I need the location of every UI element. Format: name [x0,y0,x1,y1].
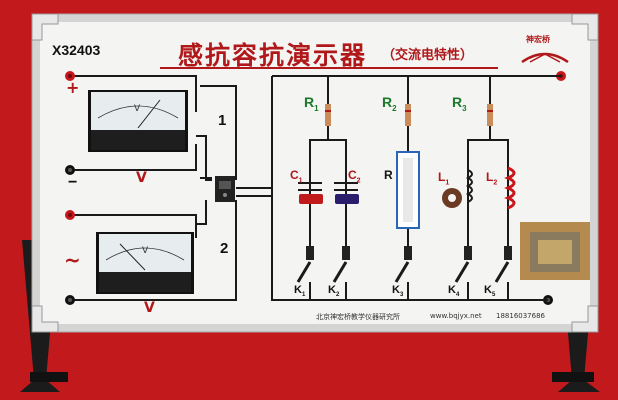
rheostat-r [396,151,420,229]
bottom-voltmeter [96,232,194,294]
footer-web: www.bqjyx.net [430,312,482,320]
logo-text: 神宏桥 [526,35,550,44]
knife-switch-k1[interactable] [296,246,314,283]
label-l2: L2 [486,170,498,187]
label-ac: ~ [64,248,81,272]
transformer [520,222,590,280]
knife-switch-k3[interactable] [394,246,412,283]
label-switch-2: 2 [220,240,229,257]
label-c2: C2 [348,168,361,185]
label-r3: R3 [452,94,467,113]
terminal-ac-red[interactable] [65,210,75,220]
label-v-bottom: V [144,300,155,316]
terminal-negative-black[interactable] [65,165,75,175]
label-k3: K3 [392,284,404,299]
inductor-l1 [442,169,473,208]
label-plus: + [66,78,80,97]
footer-org: 北京神宏桥教学仪器研究所 [316,313,400,321]
logo [521,52,569,64]
label-switch-1: 1 [218,112,227,129]
resistor-r2 [405,104,411,126]
label-k5: K5 [484,284,496,299]
label-r1: R1 [304,94,319,113]
resistor-r3 [487,104,493,126]
left-circuit [70,75,272,301]
label-r2: R2 [382,94,397,113]
capacitor-c2 [334,182,359,204]
top-voltmeter [88,90,188,152]
footer-phone: 18816037686 [496,312,545,320]
selector-switch[interactable] [215,176,235,202]
knife-switch-k5[interactable] [494,246,512,283]
meter-face-unit-top: V [134,104,141,114]
knife-switch-k4[interactable] [454,246,472,283]
model-number: X32403 [52,42,101,58]
label-r: R [384,168,393,182]
label-k1: K1 [294,284,306,299]
inductor-l2 [504,166,516,210]
label-k2: K2 [328,284,340,299]
label-k4: K4 [448,284,460,299]
label-minus: − [68,174,78,191]
resistor-r1 [325,104,331,126]
panel-subtitle: （交流电特性） [382,48,474,63]
capacitor-c1 [298,182,323,204]
panel-title: 感抗容抗演示器 [178,41,368,70]
label-l1: L1 [438,170,450,187]
label-c1: C1 [290,168,303,185]
label-v-top: V [136,170,147,186]
meter-face-unit-bottom: V [142,246,149,256]
terminal-ac-black[interactable] [65,295,75,305]
knife-switch-k2[interactable] [332,246,350,283]
terminal-positive-red[interactable] [65,71,75,81]
